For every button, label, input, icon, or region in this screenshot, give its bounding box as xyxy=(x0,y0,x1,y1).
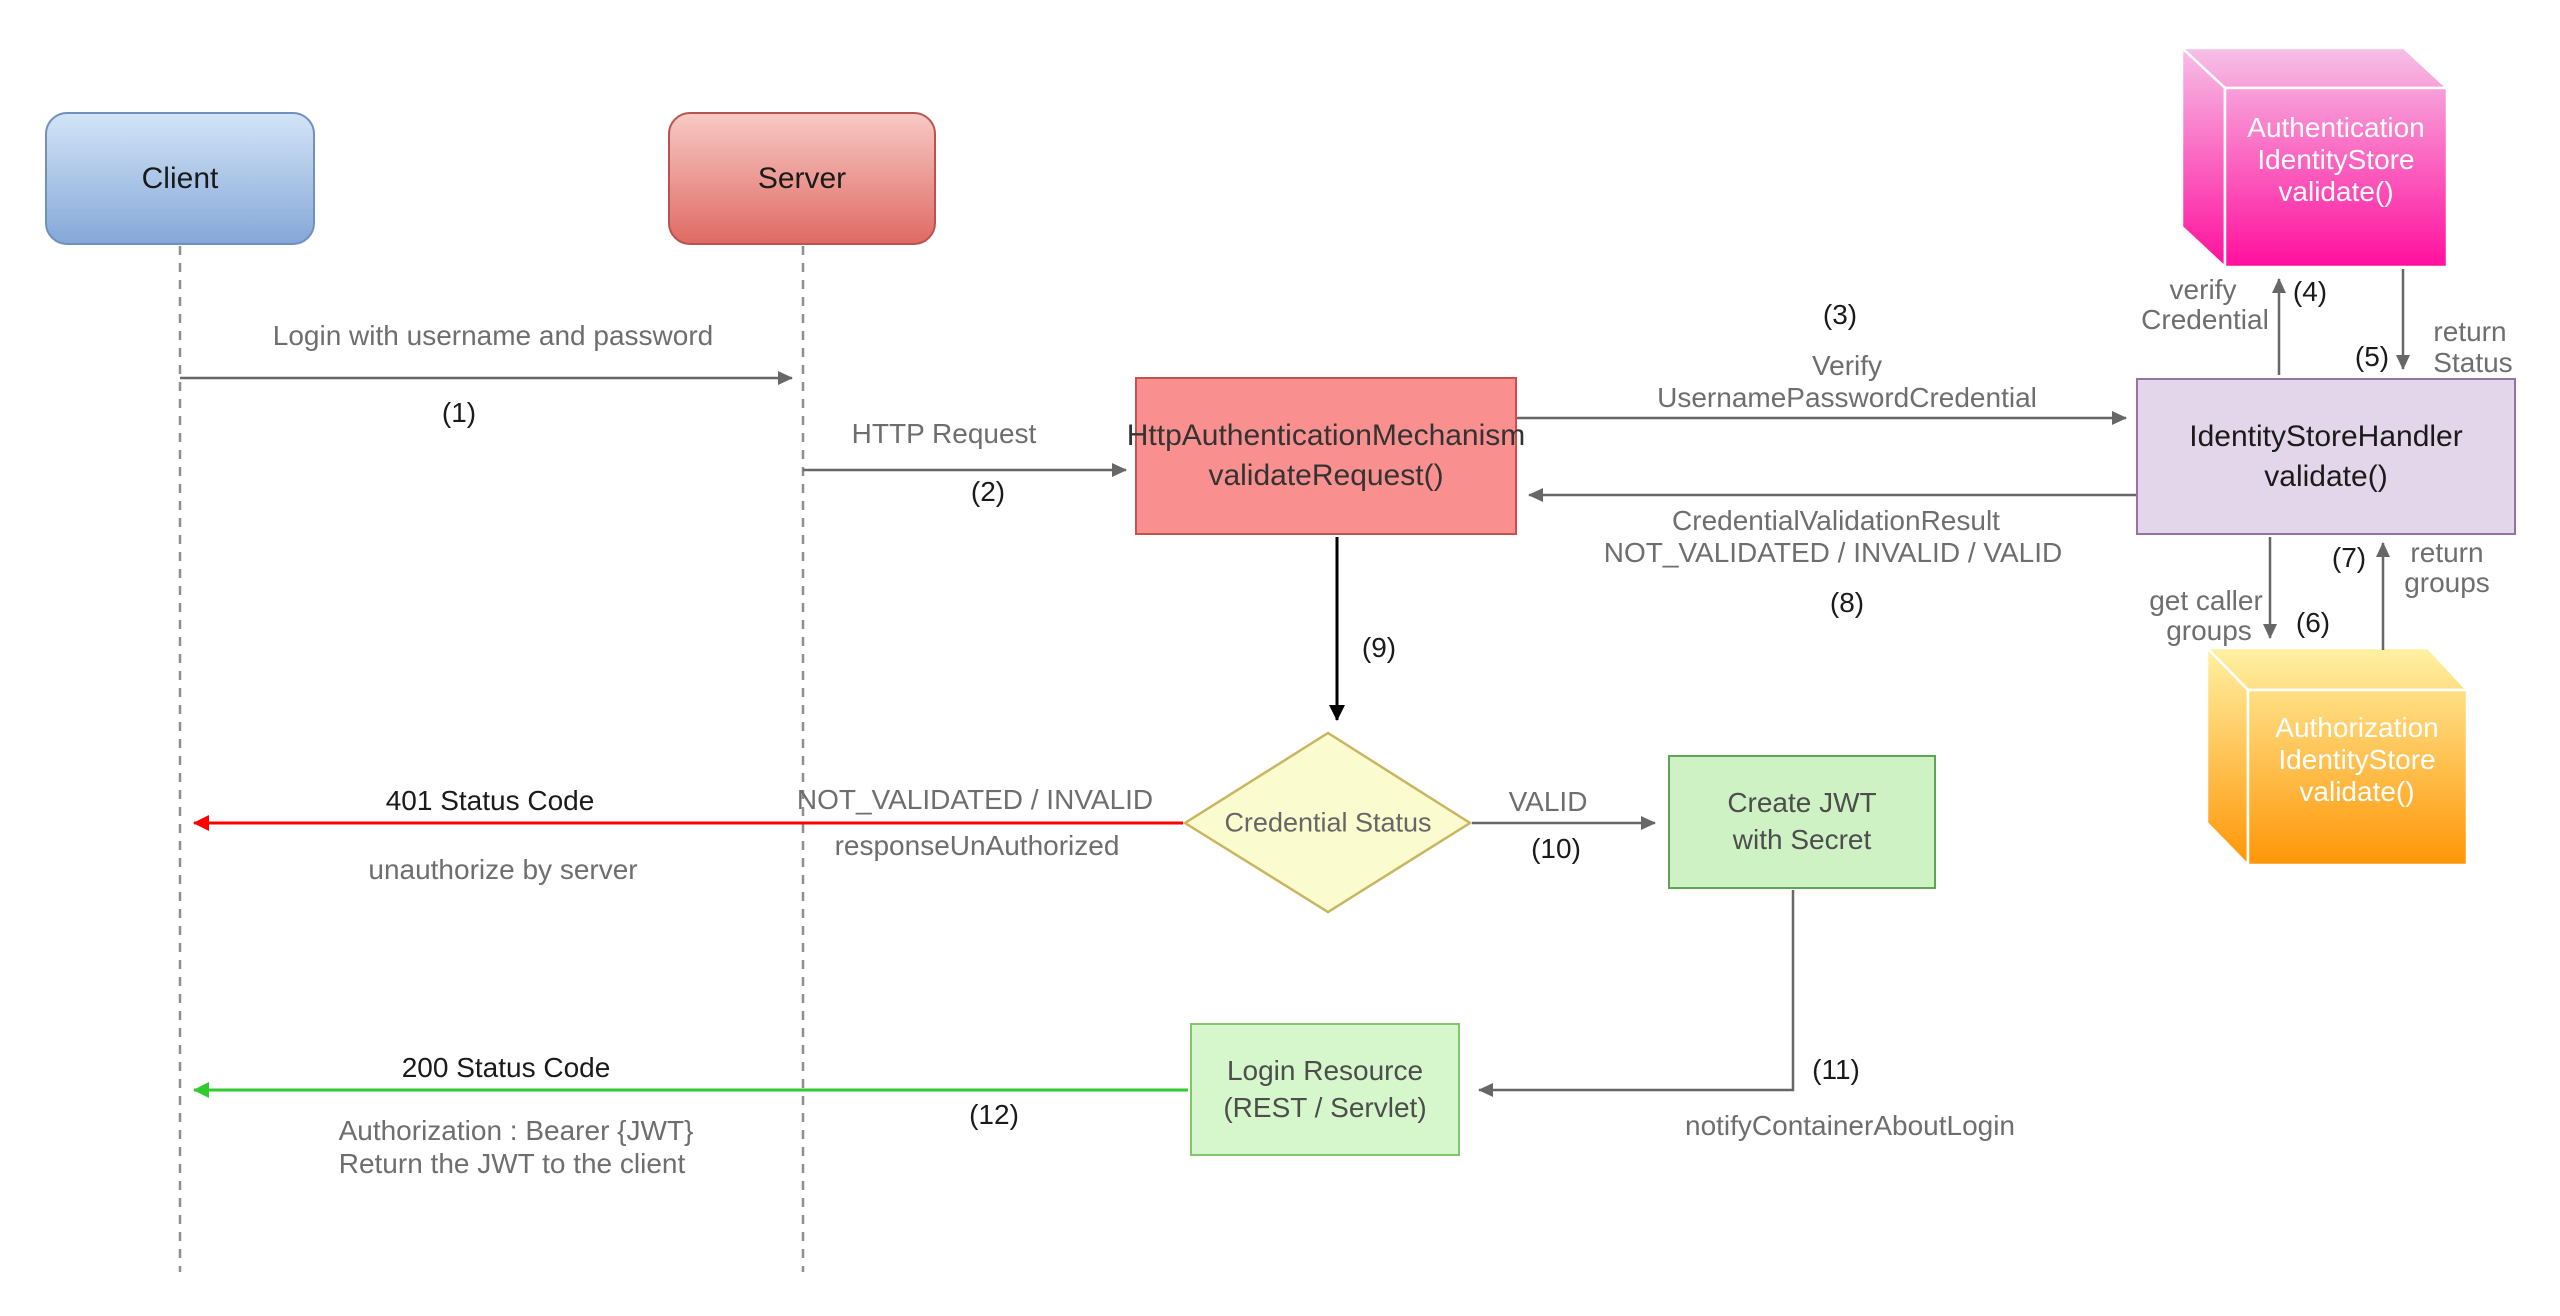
valid-label: VALID xyxy=(1508,786,1588,817)
identity-store-handler-line2: validate() xyxy=(2264,459,2388,493)
arrow-11-notify-container xyxy=(1478,890,1795,1097)
step-5: (5) xyxy=(2354,341,2390,372)
identity-store-handler-line1: IdentityStoreHandler xyxy=(2189,419,2463,453)
credential-status-label: Credential Status xyxy=(1224,807,1432,838)
verify-credential-line2: Credential xyxy=(2141,304,2269,335)
authorization-identity-store-cube xyxy=(2205,646,2469,867)
status-200-label: 200 Status Code xyxy=(401,1052,611,1083)
not-validated-invalid-label: NOT_VALIDATED / INVALID xyxy=(796,784,1154,815)
login-resource-line2: (REST / Servlet) xyxy=(1223,1091,1427,1123)
status-401-label: 401 Status Code xyxy=(385,785,595,816)
step-7: (7) xyxy=(2331,542,2367,573)
notify-container-label: notifyContainerAboutLogin xyxy=(1684,1110,2016,1141)
identity-store-handler-node: IdentityStoreHandler validate() xyxy=(2136,378,2516,535)
return-status-line1: return xyxy=(2433,316,2507,347)
step-3: (3) xyxy=(1822,299,1858,330)
authz-store-line3: validate() xyxy=(2299,776,2415,807)
step-11: (11) xyxy=(1812,1054,1860,1085)
auth-store-line1: Authentication xyxy=(2247,112,2425,143)
http-mechanism-line2: validateRequest() xyxy=(1208,459,1444,492)
http-request-label: HTTP Request xyxy=(851,418,1037,449)
return-groups-line2: groups xyxy=(2404,567,2490,598)
verify-upc-line1: Verify xyxy=(1811,350,1883,381)
step-2: (2) xyxy=(970,476,1006,507)
return-jwt-label: Return the JWT to the client xyxy=(338,1148,686,1179)
client-label: Client xyxy=(141,161,219,195)
step-1: (1) xyxy=(441,397,477,428)
step-8: (8) xyxy=(1829,587,1865,618)
authentication-identity-store-cube xyxy=(2180,46,2449,269)
client-node: Client xyxy=(45,112,315,245)
login-resource-line1: Login Resource xyxy=(1226,1054,1424,1086)
step-9: (9) xyxy=(1361,632,1397,663)
create-jwt-line1: Create JWT xyxy=(1727,787,1877,819)
step-4: (4) xyxy=(2292,276,2328,307)
http-authentication-mechanism-node: HttpAuthenticationMechanism validateRequ… xyxy=(1127,377,1525,535)
auth-store-line3: validate() xyxy=(2278,176,2394,207)
return-groups-line1: return xyxy=(2410,537,2484,568)
server-node: Server xyxy=(668,112,936,245)
unauthorize-by-server-label: unauthorize by server xyxy=(368,854,638,885)
step-10: (10) xyxy=(1531,833,1581,864)
step-12: (12) xyxy=(969,1099,1019,1130)
create-jwt-node: Create JWT with Secret xyxy=(1668,755,1936,889)
step-6: (6) xyxy=(2295,607,2331,638)
auth-store-line2: IdentityStore xyxy=(2257,144,2415,175)
login-resource-node: Login Resource (REST / Servlet) xyxy=(1190,1023,1460,1156)
authz-store-line2: IdentityStore xyxy=(2278,744,2436,775)
authentication-identity-store-label: Authentication IdentityStore validate() xyxy=(2247,112,2424,208)
authorization-identity-store-label: Authorization IdentityStore validate() xyxy=(2275,712,2438,808)
get-caller-groups-line1: get caller xyxy=(2149,585,2263,616)
create-jwt-line2: with Secret xyxy=(1732,824,1872,855)
cvr-line1: CredentialValidationResult xyxy=(1672,505,2000,536)
verify-credential-line1: verify xyxy=(2169,274,2237,305)
get-caller-groups-line2: groups xyxy=(2166,615,2252,646)
verify-upc-line2: UsernamePasswordCredential xyxy=(1657,382,2037,413)
authz-store-line1: Authorization xyxy=(2275,712,2439,743)
login-arrow-label: Login with username and password xyxy=(272,320,714,351)
cvr-line2: NOT_VALIDATED / INVALID / VALID xyxy=(1603,537,2063,568)
credential-status-diamond xyxy=(1182,731,1473,914)
http-mechanism-line1: HttpAuthenticationMechanism xyxy=(1126,419,1526,453)
server-label: Server xyxy=(757,161,847,195)
return-status-line2: Status xyxy=(2433,347,2513,378)
response-unauthorized-label: responseUnAuthorized xyxy=(834,830,1120,861)
authorization-bearer-label: Authorization : Bearer {JWT} xyxy=(338,1115,694,1146)
